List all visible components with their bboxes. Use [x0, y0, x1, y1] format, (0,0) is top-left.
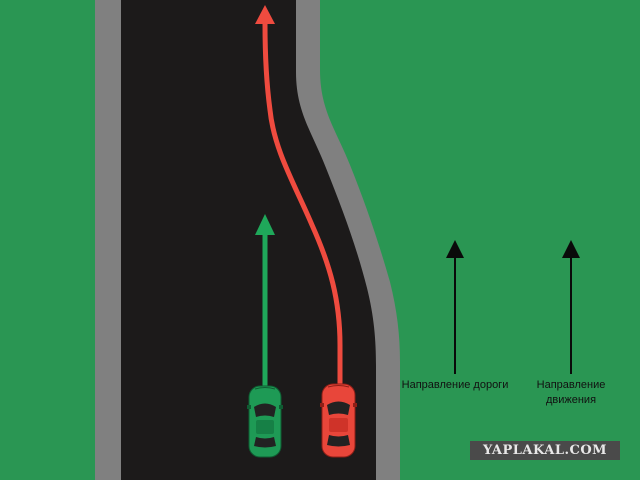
red-car	[320, 383, 357, 458]
green-path-arrowhead	[255, 214, 275, 235]
green-car	[247, 385, 283, 458]
red-path-arrowhead	[255, 5, 275, 24]
watermark: YAPLAKAL.COM	[470, 441, 620, 460]
legend-motion-direction-label: Направление движения	[536, 379, 606, 406]
road-asphalt	[121, 0, 376, 480]
legend-motion-arrowhead	[562, 240, 580, 258]
red-path-line	[262, 23, 343, 390]
legend-road-arrowhead	[446, 240, 464, 258]
legend-road-direction-label: Направление дороги	[401, 379, 509, 391]
